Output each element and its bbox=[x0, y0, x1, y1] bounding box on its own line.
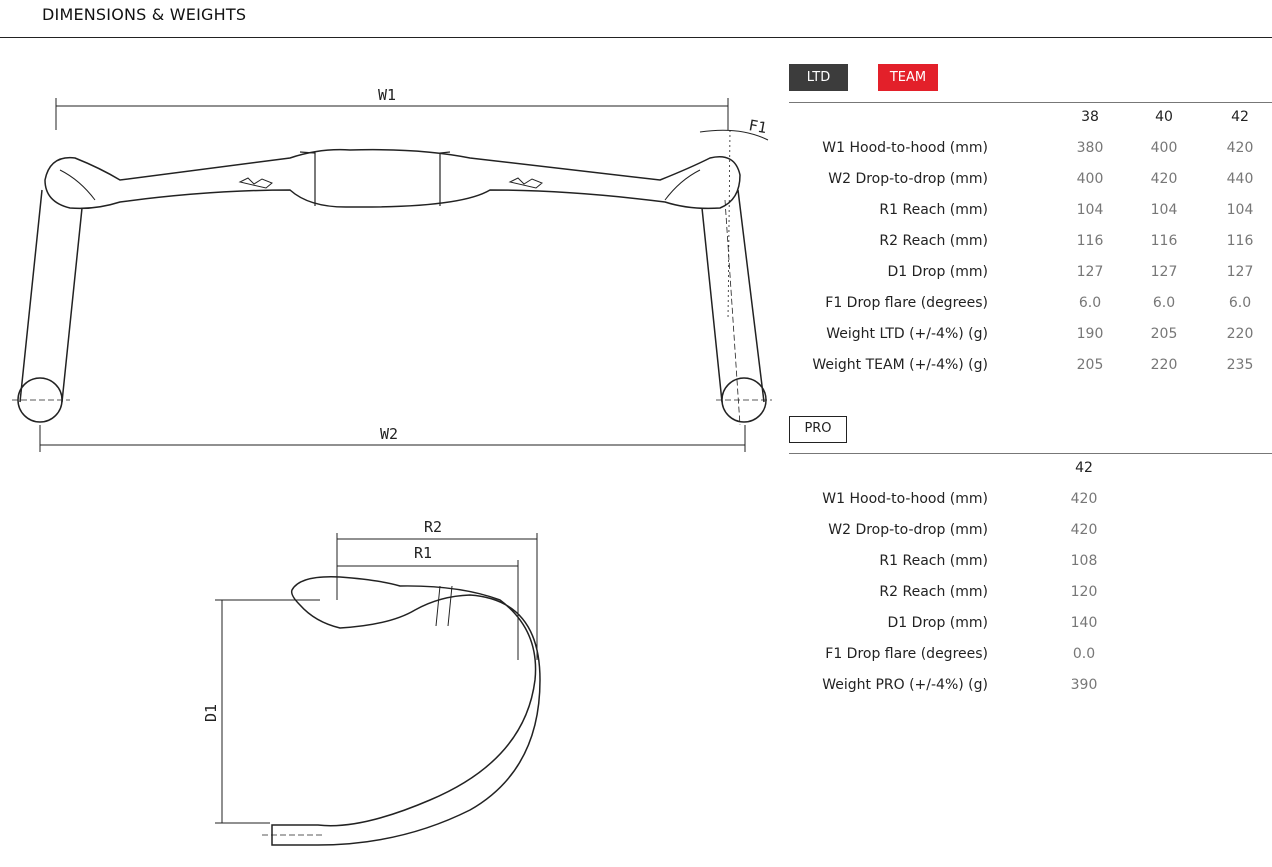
row-value: 420 bbox=[1070, 491, 1098, 507]
row-value: 0.0 bbox=[1072, 646, 1096, 662]
side-view-drawing: R2 R1 D1 bbox=[202, 518, 541, 846]
size-header: 42 bbox=[1075, 460, 1093, 476]
row-value: 104 bbox=[1226, 202, 1254, 218]
row-value: 400 bbox=[1076, 171, 1104, 187]
table-row: W2 Drop-to-drop (mm) 400 420 440 bbox=[789, 171, 1272, 191]
w1-label: W1 bbox=[378, 86, 396, 104]
table-row: W1 Hood-to-hood (mm) 420 bbox=[789, 491, 1272, 511]
row-value: 205 bbox=[1150, 326, 1178, 342]
tab-team[interactable]: TEAM bbox=[878, 64, 938, 91]
row-value: 205 bbox=[1076, 357, 1104, 373]
row-value: 190 bbox=[1076, 326, 1104, 342]
table-row: R1 Reach (mm) 108 bbox=[789, 553, 1272, 573]
row-value: 116 bbox=[1150, 233, 1178, 249]
row-value: 220 bbox=[1226, 326, 1254, 342]
table-row: F1 Drop flare (degrees) 0.0 bbox=[789, 646, 1272, 666]
row-value: 104 bbox=[1076, 202, 1104, 218]
table-row: R2 Reach (mm) 120 bbox=[789, 584, 1272, 604]
row-value: 120 bbox=[1070, 584, 1098, 600]
row-value: 127 bbox=[1150, 264, 1178, 280]
table-row: Weight PRO (+/-4%) (g) 390 bbox=[789, 677, 1272, 697]
row-value: 420 bbox=[1070, 522, 1098, 538]
r2-label: R2 bbox=[424, 518, 442, 536]
table-row: R1 Reach (mm) 104 104 104 bbox=[789, 202, 1272, 222]
row-label: W1 Hood-to-hood (mm) bbox=[822, 491, 988, 507]
title-divider bbox=[0, 37, 1272, 38]
row-value: 140 bbox=[1070, 615, 1098, 631]
table-row: W2 Drop-to-drop (mm) 420 bbox=[789, 522, 1272, 542]
row-value: 400 bbox=[1150, 140, 1178, 156]
table-row: Weight LTD (+/-4%) (g) 190 205 220 bbox=[789, 326, 1272, 346]
table-row: R2 Reach (mm) 116 116 116 bbox=[789, 233, 1272, 253]
row-value: 116 bbox=[1076, 233, 1104, 249]
row-label: F1 Drop flare (degrees) bbox=[825, 646, 988, 662]
row-value: 6.0 bbox=[1078, 295, 1102, 311]
row-label: Weight LTD (+/-4%) (g) bbox=[826, 326, 988, 342]
row-label: W2 Drop-to-drop (mm) bbox=[828, 522, 988, 538]
table-row: D1 Drop (mm) 127 127 127 bbox=[789, 264, 1272, 284]
page-title: DIMENSIONS & WEIGHTS bbox=[42, 5, 247, 24]
table-row: F1 Drop flare (degrees) 6.0 6.0 6.0 bbox=[789, 295, 1272, 315]
row-value: 380 bbox=[1076, 140, 1104, 156]
row-value: 116 bbox=[1226, 233, 1254, 249]
table-row: Weight TEAM (+/-4%) (g) 205 220 235 bbox=[789, 357, 1272, 377]
row-label: Weight PRO (+/-4%) (g) bbox=[822, 677, 988, 693]
size-header: 38 bbox=[1081, 109, 1099, 125]
d1-label: D1 bbox=[202, 704, 220, 722]
row-value: 6.0 bbox=[1228, 295, 1252, 311]
row-value: 420 bbox=[1150, 171, 1178, 187]
size-header: 40 bbox=[1155, 109, 1173, 125]
row-value: 127 bbox=[1076, 264, 1104, 280]
table-header-row: 42 bbox=[789, 460, 1272, 480]
size-header: 42 bbox=[1231, 109, 1249, 125]
row-label: W2 Drop-to-drop (mm) bbox=[828, 171, 988, 187]
row-value: 220 bbox=[1150, 357, 1178, 373]
row-value: 127 bbox=[1226, 264, 1254, 280]
row-value: 108 bbox=[1070, 553, 1098, 569]
row-value: 390 bbox=[1070, 677, 1098, 693]
row-label: F1 Drop flare (degrees) bbox=[825, 295, 988, 311]
front-view-drawing: W1 F1 W2 bbox=[12, 86, 772, 452]
row-label: D1 Drop (mm) bbox=[887, 615, 988, 631]
w2-label: W2 bbox=[380, 425, 398, 443]
row-value: 420 bbox=[1226, 140, 1254, 156]
row-label: R1 Reach (mm) bbox=[879, 202, 988, 218]
tab-ltd[interactable]: LTD bbox=[789, 64, 848, 91]
row-value: 235 bbox=[1226, 357, 1254, 373]
table2-divider bbox=[789, 453, 1272, 454]
row-label: W1 Hood-to-hood (mm) bbox=[822, 140, 988, 156]
r1-label: R1 bbox=[414, 544, 432, 562]
handlebar-diagram: W1 F1 W2 R2 R1 D1 bbox=[12, 86, 772, 846]
row-value: 6.0 bbox=[1152, 295, 1176, 311]
row-label: D1 Drop (mm) bbox=[887, 264, 988, 280]
row-label: Weight TEAM (+/-4%) (g) bbox=[812, 357, 988, 373]
table-row: W1 Hood-to-hood (mm) 380 400 420 bbox=[789, 140, 1272, 160]
row-value: 440 bbox=[1226, 171, 1254, 187]
row-label: R2 Reach (mm) bbox=[879, 233, 988, 249]
row-label: R1 Reach (mm) bbox=[879, 553, 988, 569]
row-label: R2 Reach (mm) bbox=[879, 584, 988, 600]
table-header-row: 38 40 42 bbox=[789, 109, 1272, 129]
row-value: 104 bbox=[1150, 202, 1178, 218]
table1-divider bbox=[789, 102, 1272, 103]
table-row: D1 Drop (mm) 140 bbox=[789, 615, 1272, 635]
f1-label: F1 bbox=[747, 116, 768, 137]
tab-pro[interactable]: PRO bbox=[789, 416, 847, 443]
